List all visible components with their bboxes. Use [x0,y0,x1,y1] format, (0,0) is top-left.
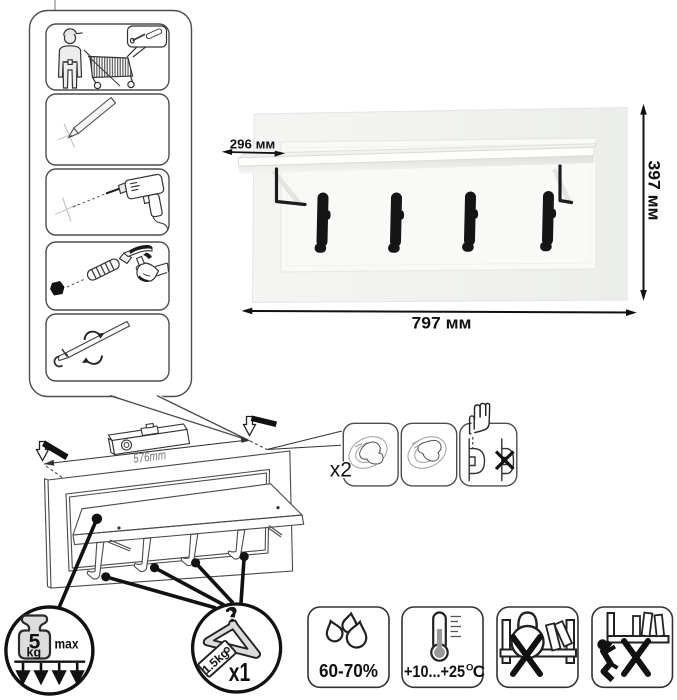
svg-text:296 мм: 296 мм [230,138,276,152]
svg-text:kg: kg [27,646,42,660]
svg-text:797 мм: 797 мм [412,314,472,333]
svg-text:max: max [55,636,79,651]
svg-text:x1: x1 [229,657,251,687]
svg-text:60-70%: 60-70% [319,660,378,681]
svg-text:576mm: 576mm [132,447,167,466]
svg-text:+10...+25: +10...+25 [404,662,465,681]
svg-text:?: ? [224,603,240,628]
svg-text:397 мм: 397 мм [645,161,663,221]
svg-text:C: C [473,662,485,681]
svg-text:O: O [466,663,473,674]
svg-text:5: 5 [29,631,41,654]
svg-text:x2: x2 [330,459,352,482]
